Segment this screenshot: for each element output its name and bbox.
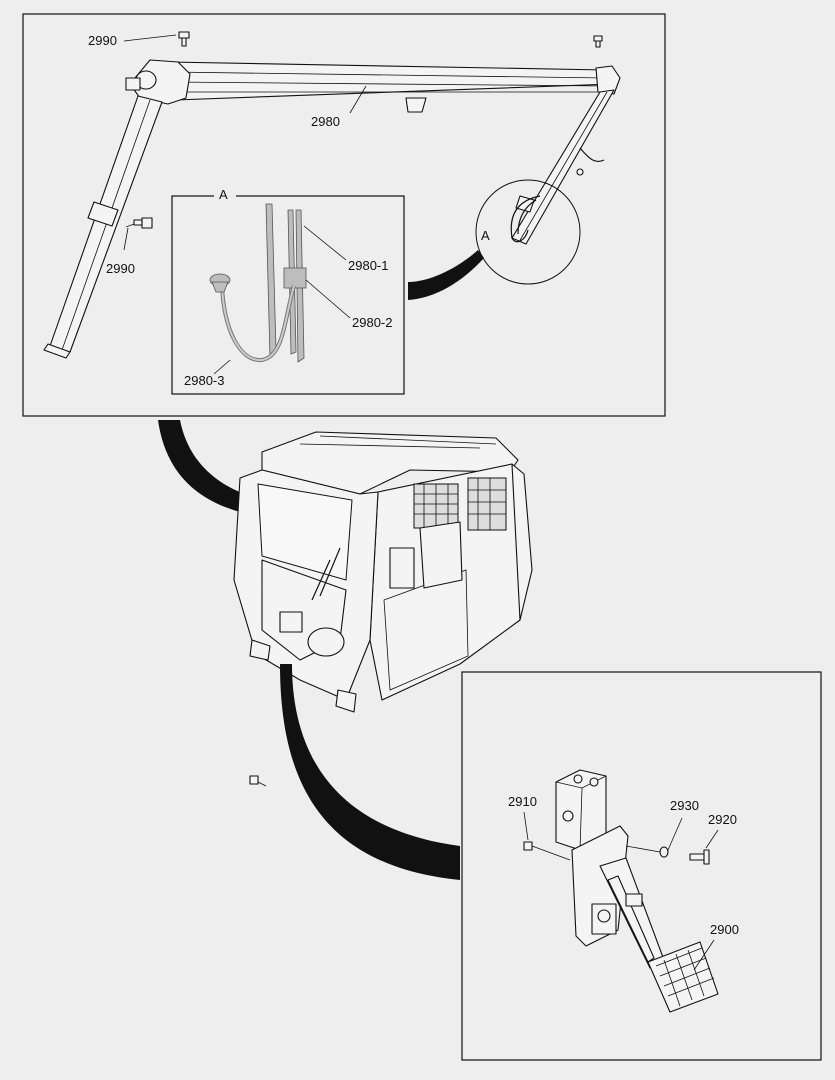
label-2980-2: 2980-2 [352,315,392,330]
detail-a-callout-circle [475,179,581,285]
label-2930: 2930 [670,798,699,813]
cab-illustration [233,431,533,713]
label-2980: 2980 [311,114,340,129]
loose-fitting [249,775,267,787]
bottom-connector-swoosh [280,664,460,880]
label-2990-top: 2990 [88,33,117,48]
detail-a-letter: A [219,187,228,202]
washer-2930 [659,846,669,858]
detail-a-pipes [209,203,307,363]
pin-2920 [689,849,710,865]
label-2980-3: 2980-3 [184,373,224,388]
label-2910: 2910 [508,794,537,809]
handrail-pipe [43,59,621,359]
label-2900: 2900 [710,922,739,937]
detail-a-callout-letter: A [481,228,490,243]
detail-connector-swoosh [408,250,484,300]
label-2990-mid: 2990 [106,261,135,276]
bolt-mid-left [133,217,153,229]
bolt-top-right [593,35,603,48]
label-2980-1: 2980-1 [348,258,388,273]
bolt-top-left [178,31,190,47]
screw-2910 [523,841,533,851]
label-2920: 2920 [708,812,737,827]
pedal-panel-frame [461,671,822,1061]
pedal-assembly [555,769,719,1013]
